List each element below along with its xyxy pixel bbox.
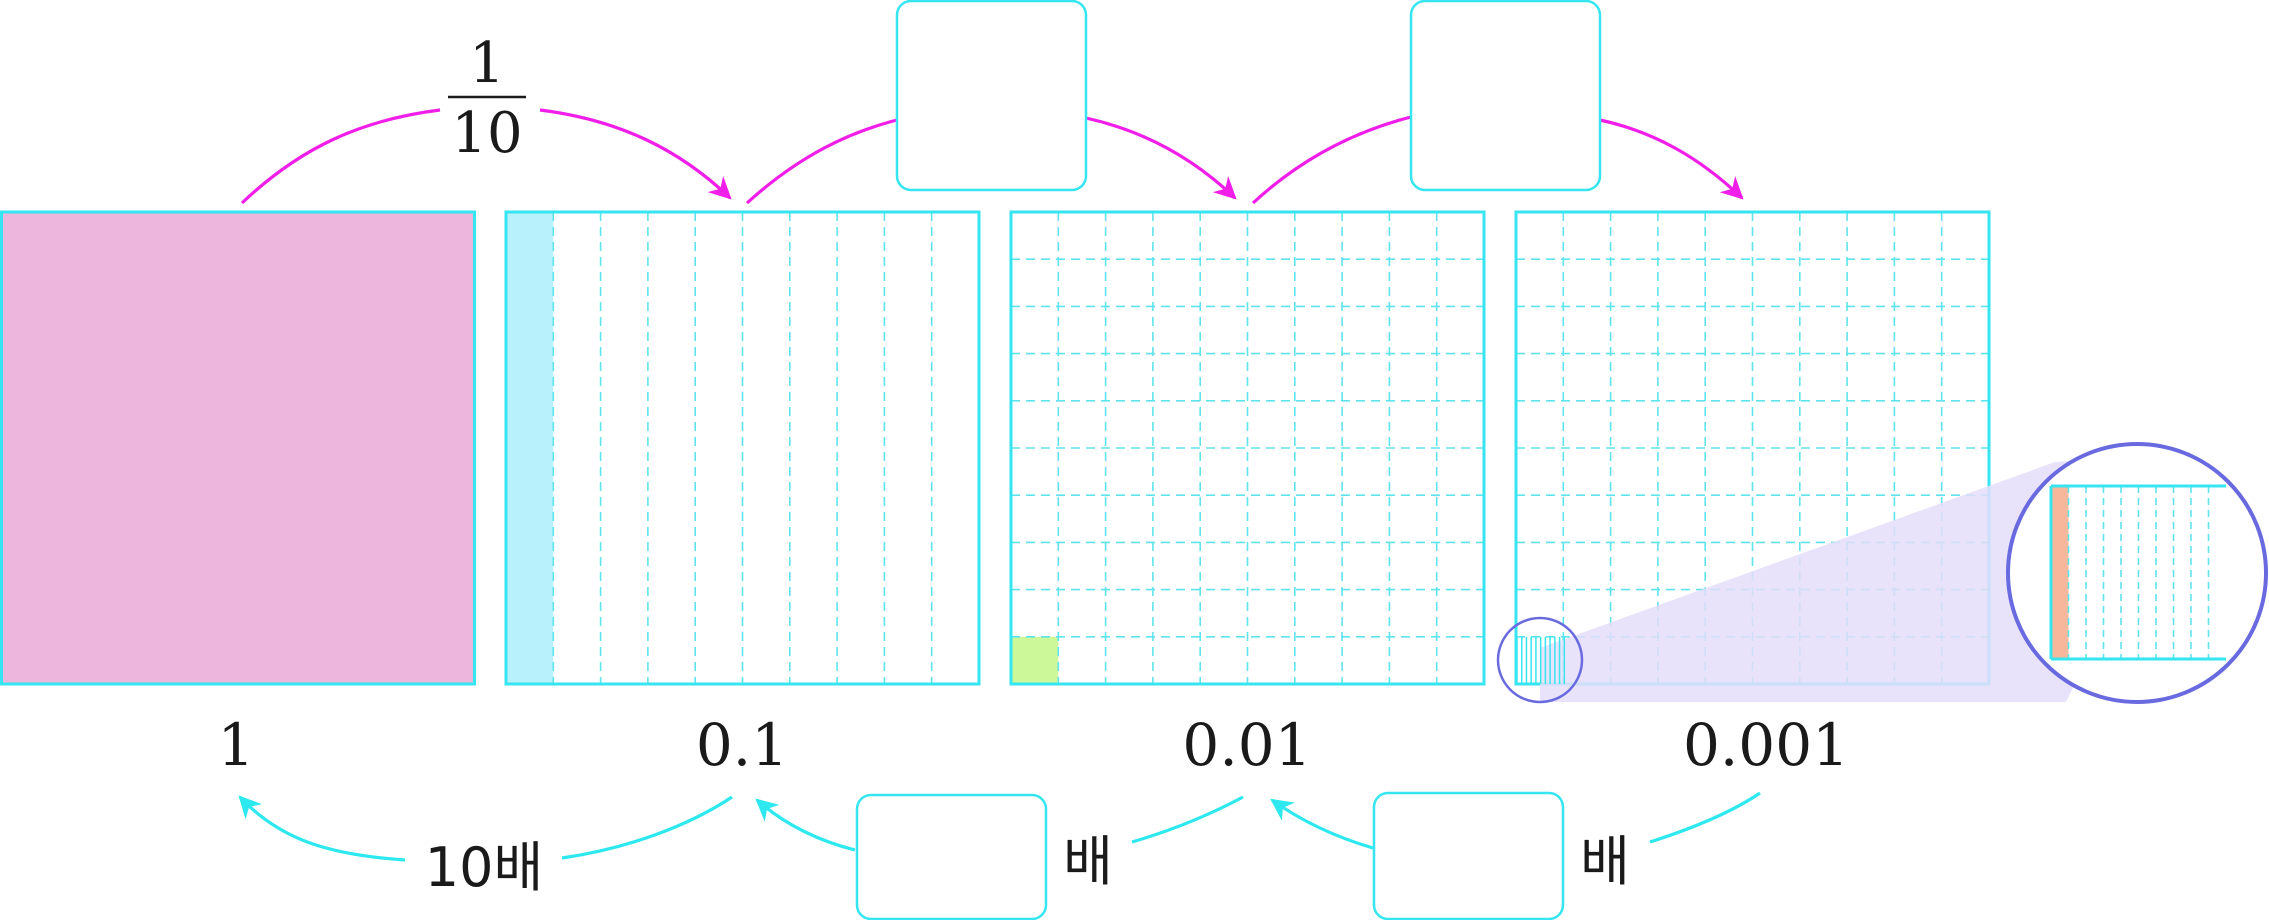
arrow-1-to-0.1 <box>240 108 441 205</box>
label-whole: 1 <box>218 711 255 779</box>
arrow-0.01-to-0.001-head <box>1599 118 1744 200</box>
magnified-cell-strips <box>2049 484 2226 661</box>
tenth-shaded-column <box>506 212 554 684</box>
answer-box-bottom-2[interactable] <box>1372 791 1565 920</box>
top-arrows: 1 10 <box>240 0 1744 205</box>
small-cell-strips <box>1516 636 1566 684</box>
hundredths-grid-lines <box>1011 212 1484 684</box>
hundredths-frame <box>1009 210 1486 686</box>
label-thousandth: 0.001 <box>1683 711 1849 779</box>
fraction-numerator: 1 <box>469 31 505 96</box>
arrow-0.01-to-0.001 <box>1251 115 1412 205</box>
arrow-0.1-to-1 <box>561 795 733 860</box>
arrow-0.1-to-1-head <box>238 795 406 862</box>
answer-box-top-2[interactable] <box>1409 0 1602 192</box>
whole-shaded-area <box>1 212 475 684</box>
tenths-frame <box>504 210 981 686</box>
times-suffix-1: 배 <box>1063 830 1113 893</box>
bottom-arrows: 10배 배 배 <box>238 791 1761 920</box>
arrow-0.001-to-0.01 <box>1649 791 1761 844</box>
arrow-1-to-0.1-head <box>539 108 732 200</box>
answer-box-top-1[interactable] <box>895 0 1088 192</box>
answer-box-bottom-1[interactable] <box>855 793 1048 920</box>
arrow-0.001-to-0.01-head <box>1270 798 1374 850</box>
square-whole <box>0 210 476 686</box>
magnifier-small-circle <box>1496 616 1584 704</box>
fraction-denominator: 10 <box>451 101 522 166</box>
times-ten-label: 10배 <box>425 836 543 899</box>
square-thousandths <box>1496 210 2268 704</box>
magnifier-large-background <box>2008 444 2266 702</box>
magnifier-large-circle <box>2006 442 2268 704</box>
arrow-0.1-to-0.01 <box>745 118 898 205</box>
arrow-0.01-to-0.1 <box>1131 795 1244 844</box>
label-tenth: 0.1 <box>696 711 788 779</box>
square-hundredths <box>1009 210 1486 686</box>
hundredth-shaded-cell <box>1011 636 1059 684</box>
arrow-0.1-to-0.01-head <box>1085 116 1237 200</box>
tenths-grid-lines <box>552 212 933 684</box>
label-hundredth: 0.01 <box>1182 711 1311 779</box>
times-suffix-2: 배 <box>1580 830 1630 893</box>
whole-frame <box>0 210 476 686</box>
square-tenths <box>504 210 981 686</box>
thousandth-shaded-strip <box>2051 486 2069 659</box>
arrow-0.01-to-0.1-head <box>755 798 856 852</box>
